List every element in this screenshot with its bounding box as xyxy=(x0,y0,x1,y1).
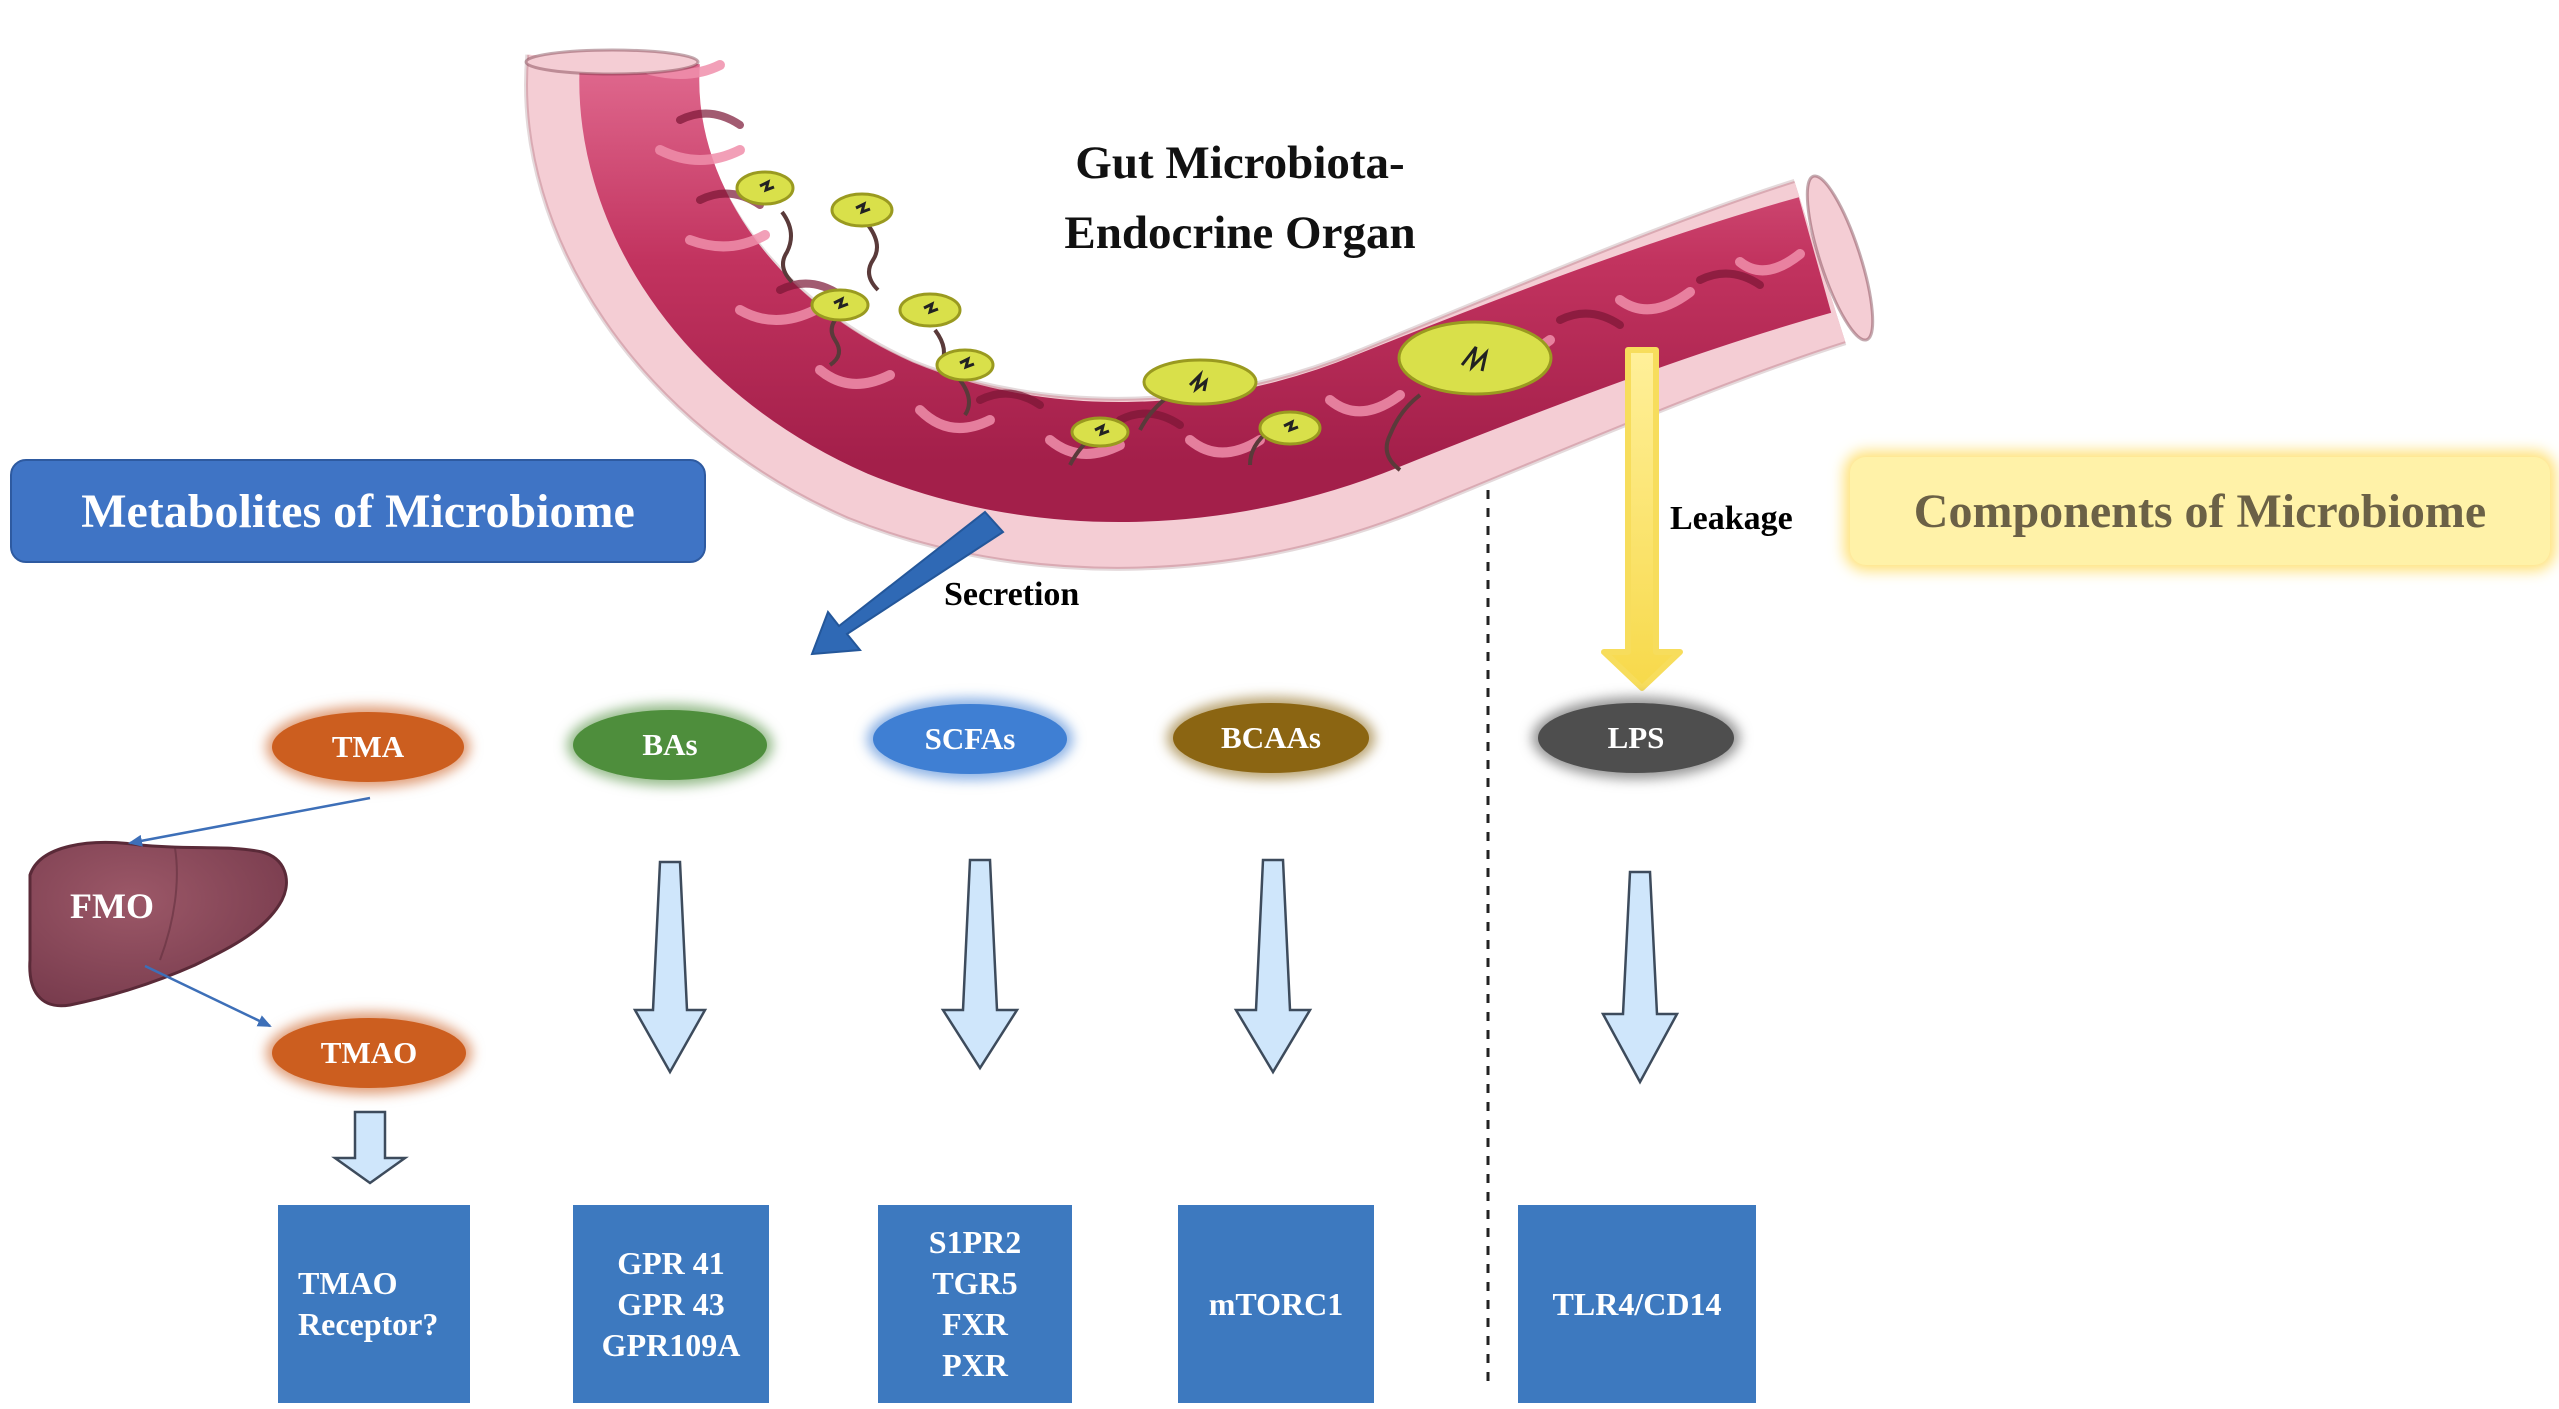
receptor-bas-line-2: GPR 43 xyxy=(617,1285,725,1322)
receptor-bas-line-1: GPR 41 xyxy=(617,1244,725,1281)
molecule-tma: TMA xyxy=(272,712,464,782)
receptor-lps-line-1: TLR4/CD14 xyxy=(1552,1285,1722,1322)
molecule-bas: BAs xyxy=(573,710,767,780)
molecule-scfas-label: SCFAs xyxy=(924,721,1016,756)
secretion-label: Secretion xyxy=(944,576,1080,613)
molecule-scfas: SCFAs xyxy=(873,704,1067,774)
components-category-label: Components of Microbiome xyxy=(1913,484,2487,538)
down-arrows xyxy=(331,858,1680,1185)
down-arrow-tmao xyxy=(331,1110,409,1185)
components-category-box: Components of Microbiome xyxy=(1850,457,2550,565)
molecule-bcaas: BCAAs xyxy=(1173,703,1369,773)
leakage-label: Leakage xyxy=(1670,500,1793,537)
receptor-tmao-line-2: Receptor? xyxy=(298,1306,439,1342)
receptor-scfas-line-1: S1PR2 xyxy=(928,1224,1022,1260)
receptor-box-lps: TLR4/CD14 xyxy=(1518,1205,1756,1403)
title-line-2: Endocrine Organ xyxy=(1064,207,1416,259)
down-arrow-scfas xyxy=(940,858,1020,1071)
receptor-box-tmao: TMAO Receptor? xyxy=(278,1205,470,1403)
receptor-bcaas-line-1: mTORC1 xyxy=(1208,1285,1344,1322)
down-arrow-bcaas xyxy=(1233,858,1313,1075)
metabolites-category-label: Metabolites of Microbiome xyxy=(81,484,635,538)
receptor-bas-line-3: GPR109A xyxy=(601,1326,741,1363)
gut-intestine-illustration xyxy=(524,48,1875,571)
down-arrow-bas xyxy=(632,860,708,1075)
liver-fmo-label: FMO xyxy=(70,886,154,926)
secretion-arrow xyxy=(810,510,1005,656)
molecule-tmao: TMAO xyxy=(272,1018,466,1088)
liver-illustration xyxy=(28,841,288,1008)
molecule-lps-label: LPS xyxy=(1607,720,1665,755)
receptor-scfas-line-4: PXR xyxy=(942,1347,1008,1383)
receptor-tmao-line-1: TMAO xyxy=(298,1265,398,1301)
leakage-arrow xyxy=(1601,347,1683,691)
down-arrow-lps xyxy=(1600,870,1680,1085)
molecule-tmao-label: TMAO xyxy=(320,1035,418,1070)
receptor-scfas-line-3: FXR xyxy=(942,1306,1008,1342)
gut-bacteria xyxy=(735,170,1553,472)
title-line-1: Gut Microbiota- xyxy=(1075,137,1405,189)
receptor-box-scfas: S1PR2 TGR5 FXR PXR xyxy=(878,1205,1072,1403)
metabolites-category-box: Metabolites of Microbiome xyxy=(10,459,706,563)
molecule-bcaas-label: BCAAs xyxy=(1221,720,1321,755)
receptor-box-bcaas: mTORC1 xyxy=(1178,1205,1374,1403)
molecule-bas-label: BAs xyxy=(642,727,698,762)
diagram-title: Gut Microbiota- Endocrine Organ xyxy=(1040,128,1440,268)
liver-to-tmao-arrow xyxy=(144,964,272,1028)
receptor-scfas-line-2: TGR5 xyxy=(932,1265,1018,1301)
receptor-box-bas: GPR 41 GPR 43 GPR109A xyxy=(573,1205,769,1403)
molecule-tma-label: TMA xyxy=(331,729,405,764)
molecule-lps: LPS xyxy=(1538,703,1734,773)
tma-to-liver-arrow xyxy=(128,796,371,847)
